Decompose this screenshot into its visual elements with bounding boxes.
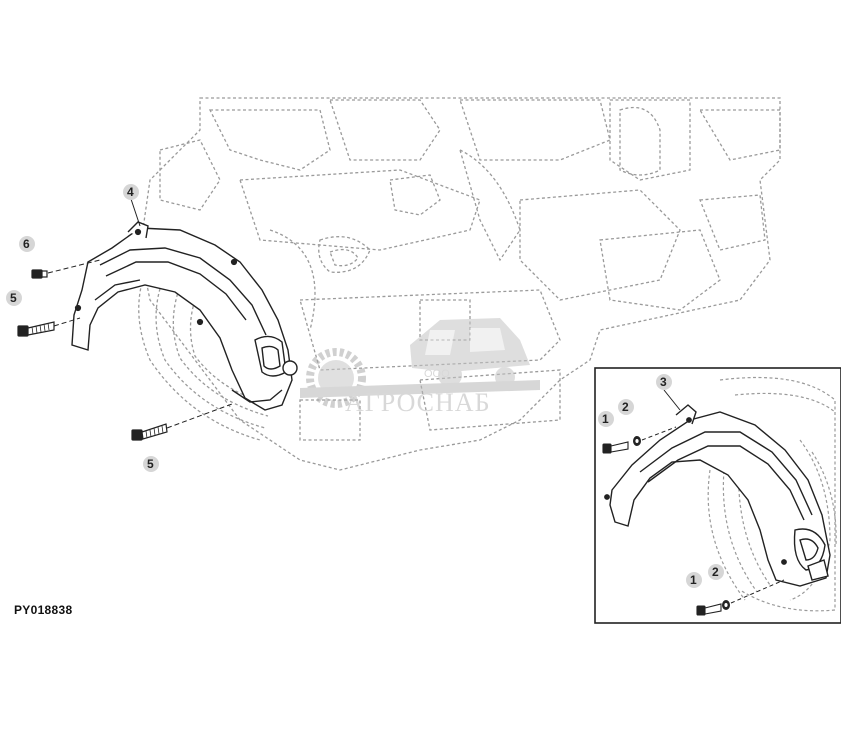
inset-callout-3-bubble <box>656 374 672 390</box>
inset-callout-2-upper-bubble <box>618 399 634 415</box>
inset-leader-3 <box>663 389 681 411</box>
inset-callout-2-lower-label: 2 <box>712 565 719 579</box>
callout-6: 6 <box>19 236 35 252</box>
inset-fastener-washer-lower <box>722 600 730 610</box>
flywheel-shield-main <box>71 221 298 411</box>
callout-5-lower: 5 <box>143 456 159 472</box>
callout-5-lower-label: 5 <box>147 457 154 471</box>
inset-callout-1-upper: 1 <box>598 411 614 427</box>
inset-callout-1-lower-label: 1 <box>690 573 697 587</box>
leader-line-5-lower <box>166 403 233 429</box>
inset-flywheel-shield <box>604 404 831 587</box>
inset-callout-1-upper-bubble <box>598 411 614 427</box>
inset-callout-3: 3 <box>656 374 672 390</box>
callout-4: 4 <box>123 184 139 200</box>
inset-leader-lower <box>730 579 785 604</box>
watermark-name: АГРОСНАБ <box>345 388 491 417</box>
inset-callout-2-lower-bubble <box>708 564 724 580</box>
callout-4-label: 4 <box>127 185 134 199</box>
callout-6-bubble <box>19 236 35 252</box>
inset-callout-3-label: 3 <box>660 375 667 389</box>
inset-callout-2-upper: 2 <box>618 399 634 415</box>
inset-fastener-bolt-upper <box>602 441 629 454</box>
leader-line-4 <box>130 198 141 227</box>
inset-callout-2-lower: 2 <box>708 564 724 580</box>
figure-id-label: PY018838 <box>14 603 73 617</box>
fastener-6-nut <box>31 269 48 279</box>
fastener-5-bolt-upper <box>17 321 55 337</box>
callout-5-upper: 5 <box>6 290 22 306</box>
inset-fastener-washer-upper <box>633 436 641 446</box>
inset-callout-1-lower: 1 <box>686 572 702 588</box>
watermark-logo: ООО АГРОСНАБ <box>300 318 540 417</box>
callout-5-upper-bubble <box>6 290 22 306</box>
engine-ghost-outline <box>138 97 781 471</box>
watermark-prefix: ООО <box>424 368 450 380</box>
inset-callout-1-lower-bubble <box>686 572 702 588</box>
callout-4-bubble <box>123 184 139 200</box>
inset-detail-panel: 3 1 2 1 2 <box>594 367 841 624</box>
inset-callout-1-upper-label: 1 <box>602 412 609 426</box>
callout-5-upper-label: 5 <box>10 291 17 305</box>
fastener-5-bolt-lower <box>131 423 168 441</box>
leader-line-6 <box>47 259 101 274</box>
inset-callout-2-upper-label: 2 <box>622 400 629 414</box>
inset-leader-upper <box>641 426 677 441</box>
leader-line-5-upper <box>53 317 81 327</box>
callout-6-label: 6 <box>23 237 30 251</box>
inset-fastener-bolt-lower <box>696 603 722 616</box>
callout-5-lower-bubble <box>143 456 159 472</box>
